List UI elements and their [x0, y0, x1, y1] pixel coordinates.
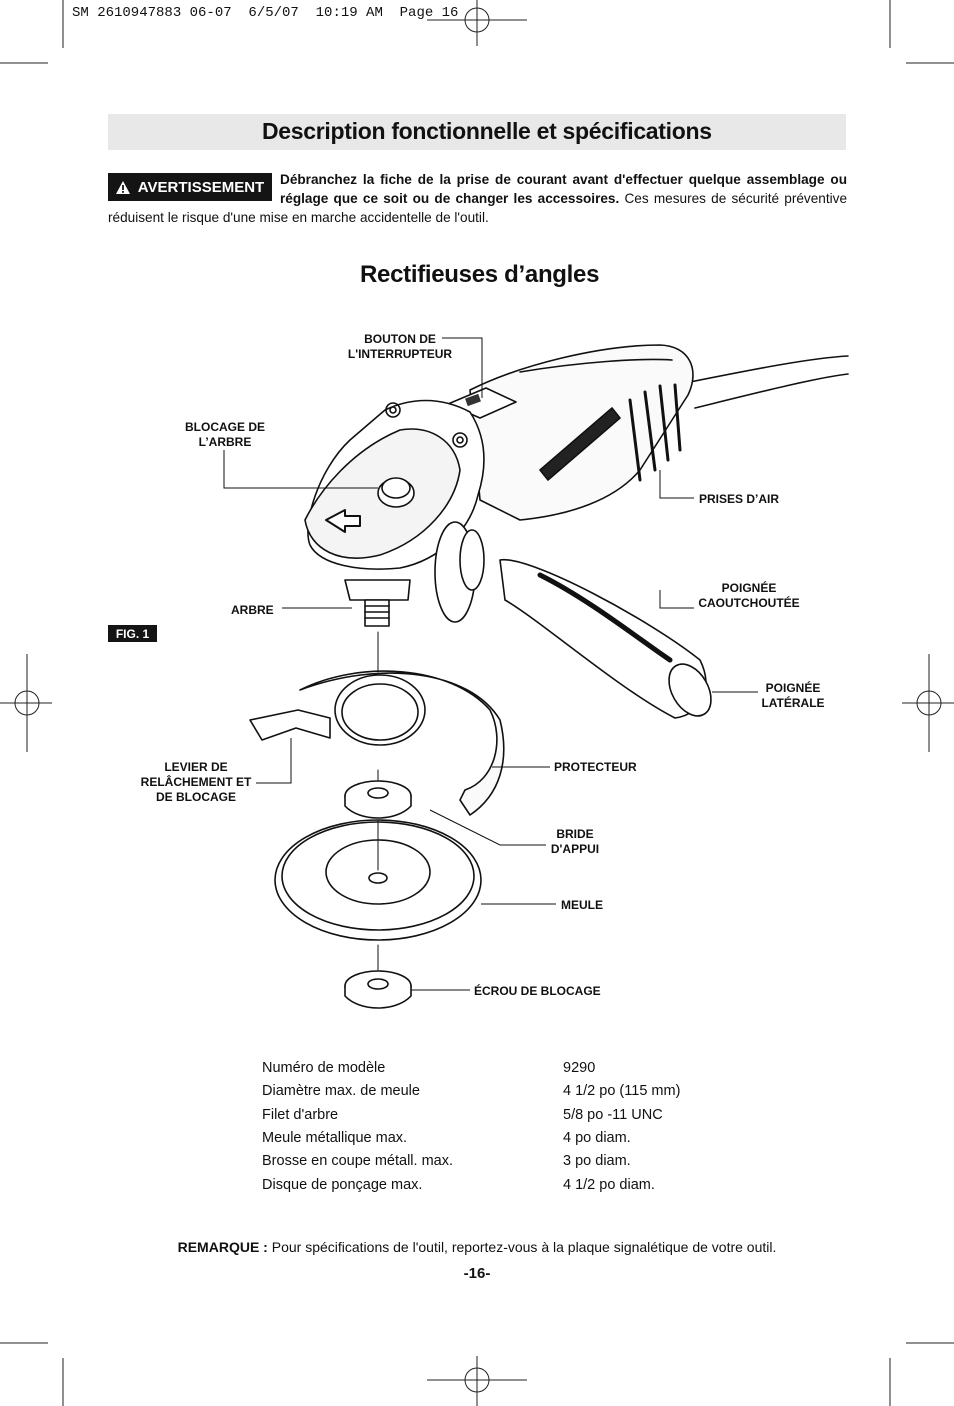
- print-slug: SM 2610947883 06-07 6/5/07 10:19 AM Page…: [72, 5, 459, 21]
- callout-release-lever-line-2: RELÂCHEMENT ET: [140, 775, 252, 789]
- callout-switch-line-2: L'INTERRUPTEUR: [347, 347, 453, 361]
- callout-side-handle-line-2: LATÉRALE: [761, 696, 825, 710]
- callout-switch-line-1: BOUTON DE: [364, 332, 436, 346]
- spec-value: 4 1/2 po (115 mm): [563, 1083, 681, 1099]
- page-title: Description fonctionnelle et spécificati…: [262, 118, 712, 144]
- spec-value: 4 po diam.: [563, 1130, 631, 1146]
- title-bar: [108, 114, 846, 150]
- spec-label: Diamètre max. de meule: [262, 1083, 420, 1099]
- spec-label: Filet d'arbre: [262, 1107, 339, 1123]
- callout-rubber-handle: POIGNÉE CAOUTCHOUTÉE: [694, 581, 804, 611]
- spec-value: 3 po diam.: [563, 1153, 631, 1169]
- page-number: -16-: [463, 1265, 491, 1282]
- callout-release-lever-line-3: DE BLOCAGE: [155, 790, 236, 804]
- spec-label: Brosse en coupe métall. max.: [262, 1153, 454, 1169]
- callout-release-lever-line-1: LEVIER DE: [164, 760, 228, 774]
- warning-text: Ces mesures de sécurité préventive rédui…: [108, 191, 848, 225]
- spec-value: 9290: [563, 1060, 596, 1076]
- warning-paragraph: Débranchez la fiche de la prise de coura…: [108, 170, 847, 227]
- callout-side-handle-line-1: POIGNÉE: [765, 681, 821, 695]
- callout-lock-nut: ÉCROU DE BLOCAGE: [474, 984, 601, 998]
- callout-spindle-lock-line-2: L’ARBRE: [198, 435, 252, 449]
- remark-label: REMARQUE :: [177, 1239, 268, 1255]
- warning-bold-text: Débranchez la fiche de la prise de coura…: [280, 172, 847, 206]
- spec-label: Meule métallique max.: [262, 1130, 408, 1146]
- spec-label: Numéro de modèle: [262, 1060, 386, 1076]
- callout-spindle-lock-line-1: BLOCAGE DE: [184, 420, 265, 434]
- callout-rubber-handle-line-1: POIGNÉE: [721, 581, 777, 595]
- warning-triangle-icon: [115, 180, 130, 194]
- callout-wheel: MEULE: [561, 898, 603, 912]
- callout-backing-flange-line-2: D'APPUI: [550, 842, 600, 856]
- section-subtitle: Rectifieuses d’angles: [360, 261, 600, 288]
- remark-text: Pour spécifications de l'outil, reportez…: [267, 1239, 777, 1255]
- spec-value: 4 1/2 po diam.: [563, 1177, 655, 1193]
- warning-badge: AVERTISSEMENT: [108, 173, 272, 201]
- callout-side-handle: POIGNÉE LATÉRALE: [748, 681, 838, 711]
- callout-spindle: ARBRE: [231, 603, 274, 617]
- callout-spindle-lock: BLOCAGE DE L’ARBRE: [172, 420, 278, 450]
- callout-backing-flange-line-1: BRIDE: [556, 827, 594, 841]
- callout-air-vents: PRISES D’AIR: [699, 492, 780, 506]
- callout-switch-button: BOUTON DE L'INTERRUPTEUR: [345, 332, 455, 362]
- figure-label: FIG. 1: [108, 625, 157, 642]
- callout-guard: PROTECTEUR: [554, 760, 637, 774]
- remark-note: REMARQUE : Pour spécifications de l'outi…: [0, 1239, 954, 1255]
- warning-badge-label: AVERTISSEMENT: [137, 178, 265, 196]
- spec-value: 5/8 po -11 UNC: [563, 1107, 663, 1123]
- spec-label: Disque de ponçage max.: [262, 1177, 423, 1193]
- callout-rubber-handle-line-2: CAOUTCHOUTÉE: [698, 596, 800, 610]
- callout-release-lever: LEVIER DE RELÂCHEMENT ET DE BLOCAGE: [132, 760, 260, 805]
- callout-backing-flange: BRIDE D'APPUI: [535, 827, 615, 857]
